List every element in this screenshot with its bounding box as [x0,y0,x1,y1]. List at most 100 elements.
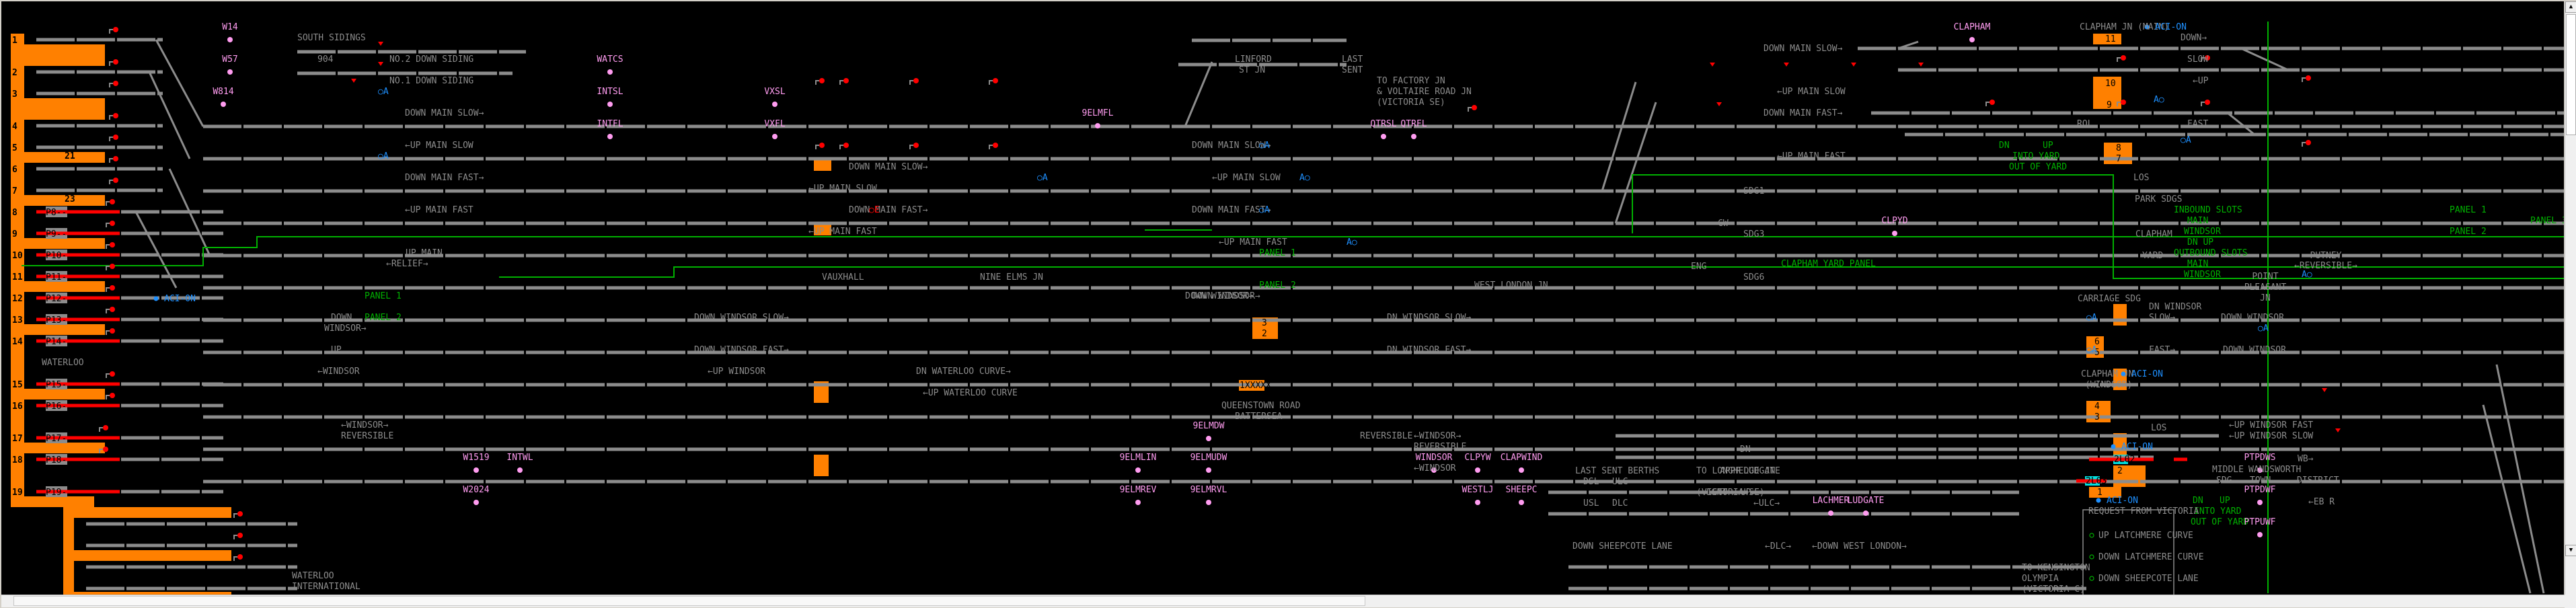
signal-icon[interactable] [993,143,998,148]
shunt-signal-icon[interactable] [1851,63,1856,67]
signal-icon[interactable] [113,135,118,140]
trigger-point-icon[interactable] [1519,500,1524,505]
trigger-point-icon[interactable] [1828,510,1833,516]
aci-indicator-icon[interactable] [2111,444,2116,449]
trigger-point-icon[interactable] [227,37,233,42]
request-toggle-icon[interactable] [2089,554,2094,560]
trigger-point-icon[interactable] [1206,500,1211,505]
signal-icon[interactable] [110,242,115,248]
aci-indicator-icon[interactable] [2096,498,2101,503]
berth-box[interactable] [814,160,831,171]
trigger-point-icon[interactable] [1969,37,1975,42]
berth-box[interactable] [814,381,829,403]
vertical-scroll-thumb[interactable] [2566,14,2576,135]
signal-icon[interactable] [2205,100,2210,105]
signal-icon[interactable] [2306,75,2311,81]
trigger-point-icon[interactable] [473,500,479,505]
trigger-point-icon[interactable] [1519,467,1524,473]
trigger-point-icon[interactable] [772,102,778,107]
shunt-signal-icon[interactable] [1918,63,1924,67]
signal-icon[interactable] [237,554,243,560]
signal-icon[interactable] [113,59,118,65]
aci-indicator-icon[interactable] [2144,24,2150,30]
signal-icon[interactable] [2121,100,2126,105]
signal-icon[interactable] [110,371,115,377]
trigger-point-icon[interactable] [1206,436,1211,441]
signal-icon[interactable] [103,425,108,430]
signal-icon[interactable] [913,78,919,83]
clapham-berth-2[interactable] [2113,465,2146,487]
trigger-point-icon[interactable] [1863,510,1868,516]
trigger-point-icon[interactable] [1135,500,1141,505]
signal-icon[interactable] [110,285,115,291]
shunt-signal-icon[interactable] [378,42,383,46]
trigger-point-icon[interactable] [1475,500,1480,505]
clapham-berth-11[interactable] [2093,34,2121,44]
signal-icon[interactable] [843,78,849,83]
signal-icon[interactable] [1990,100,1995,105]
request-toggle-icon[interactable] [2089,576,2094,581]
signal-icon[interactable] [993,78,998,83]
signal-icon[interactable] [103,447,108,452]
shunt-signal-icon[interactable] [1710,63,1715,67]
signal-icon[interactable] [237,533,243,538]
trigger-point-icon[interactable] [1411,134,1416,139]
clapham-berth-8-7[interactable] [2104,143,2132,164]
signal-icon[interactable] [2306,140,2311,145]
signal-icon[interactable] [110,221,115,226]
signal-icon[interactable] [1472,105,1477,110]
berth-box[interactable] [2113,304,2127,326]
trigger-point-icon[interactable] [1475,467,1480,473]
shunt-signal-icon[interactable] [2322,388,2327,392]
shunt-signal-icon[interactable] [351,79,356,83]
signal-icon[interactable] [110,199,115,204]
trigger-point-icon[interactable] [1206,467,1211,473]
berth-box[interactable] [814,455,829,476]
trigger-point-icon[interactable] [1135,467,1141,473]
shunt-signal-icon[interactable] [1716,102,1722,106]
request-toggle-icon[interactable] [2089,533,2094,538]
signal-group[interactable] [99,24,2341,581]
shunt-signal-icon[interactable] [2335,428,2341,432]
trigger-point-icon[interactable] [607,69,613,75]
horizontal-scroll-thumb[interactable] [13,596,1365,606]
signal-icon[interactable] [2205,55,2210,61]
trigger-point-icon[interactable] [607,102,613,107]
signal-icon[interactable] [843,143,849,148]
trigger-point-icon[interactable] [2257,532,2263,537]
signal-icon[interactable] [913,143,919,148]
scroll-down-button[interactable]: ▼ [2565,545,2576,556]
signal-icon[interactable] [237,511,243,517]
shunt-signal-icon[interactable] [1784,63,1789,67]
trigger-point-icon[interactable] [1892,231,1897,236]
signal-icon[interactable] [113,27,118,32]
aci-indicator-icon[interactable] [153,296,159,301]
trigger-point-icon[interactable] [473,467,479,473]
signal-icon[interactable] [819,143,825,148]
trigger-point-icon[interactable] [2257,467,2263,473]
trigger-point-icon[interactable] [227,69,233,75]
clapham-berth-6-5[interactable] [2086,336,2104,358]
signal-icon[interactable] [113,113,118,118]
signal-icon[interactable] [110,264,115,269]
berth-box[interactable] [814,225,831,235]
trigger-point-icon[interactable] [1381,134,1386,139]
queenstown-train-berth[interactable] [1239,380,1264,391]
signal-icon[interactable] [113,178,118,183]
signal-icon[interactable] [110,307,115,312]
trigger-point-icon[interactable] [772,134,778,139]
clapham-berth-4-3[interactable] [2086,401,2111,422]
horizontal-scrollbar[interactable] [1,595,2565,607]
trigger-point-icon[interactable] [517,467,523,473]
trigger-point-icon[interactable] [1095,123,1100,128]
signal-icon[interactable] [2121,55,2126,61]
scroll-up-button[interactable]: ▲ [2565,1,2576,13]
resize-grip[interactable] [2565,595,2576,608]
shunt-signal-icon[interactable] [378,62,383,66]
clapham-berth-1[interactable] [2089,487,2121,498]
signal-icon[interactable] [819,78,825,83]
signal-icon[interactable] [113,81,118,86]
trigger-point-icon[interactable] [221,102,226,107]
